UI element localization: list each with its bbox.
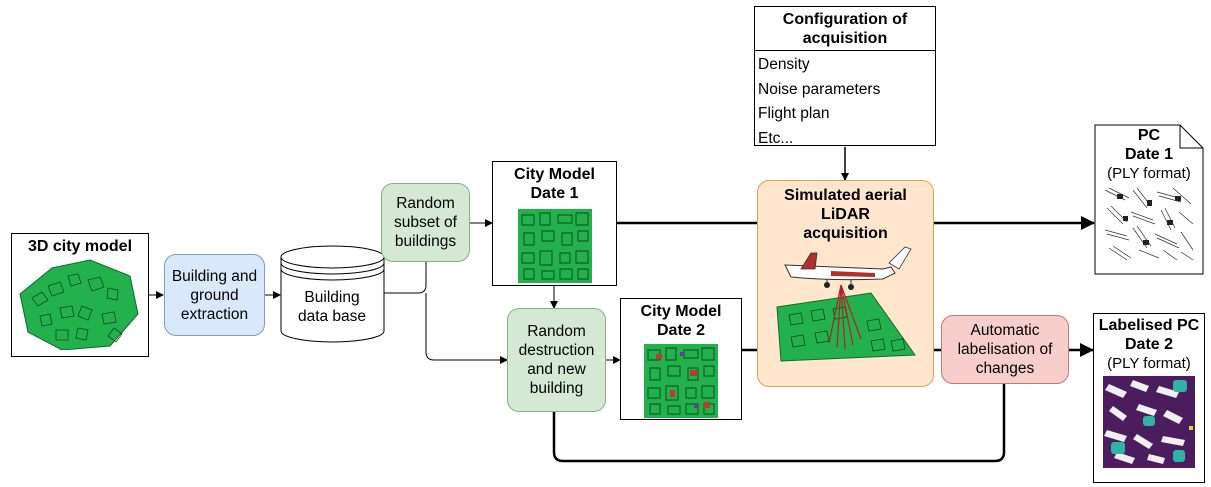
autolabel-line-1: Automatic: [970, 322, 1040, 339]
pc1-title-line-2: Date 1: [1124, 146, 1174, 163]
configuration-item: Noise parameters: [758, 80, 881, 98]
pc1-format: (PLY format): [1107, 165, 1191, 182]
subset-line-2: subset of: [394, 214, 457, 231]
lidar-title-line-1: Simulated aerial: [784, 187, 907, 204]
extraction-line-3: extraction: [180, 305, 249, 323]
node-3d-city-model: 3D city model: [11, 233, 149, 357]
node-extraction: Building and ground extraction: [164, 254, 265, 336]
configuration-list: Density Noise parameters Flight plan Etc…: [755, 51, 935, 151]
pc2-title-line-2: Date 2: [1124, 336, 1174, 353]
destruction-line-4: building: [529, 380, 584, 397]
lidar-title-line-3: acquisition: [803, 225, 888, 242]
autolabel-line-3: changes: [975, 360, 1035, 377]
date1-title-line-1: City Model: [514, 166, 595, 183]
configuration-item: Density: [758, 56, 810, 73]
point-cloud-date1-image: [1103, 186, 1195, 262]
edge-db-to-subset: [384, 262, 427, 294]
edge-destruction-to-autolabel: [552, 384, 1006, 463]
node-building-database: [280, 245, 385, 343]
extraction-line-1: Building and: [171, 267, 258, 285]
node-random-subset: Random subset of buildings: [381, 183, 470, 262]
autolabel-line-2: labelisation of: [957, 341, 1053, 358]
database-label: Building data base: [280, 288, 384, 326]
lidar-title-line-2: LiDAR: [821, 206, 870, 223]
edge-db-to-destruction: [425, 293, 508, 364]
node-pc-date1: PC Date 1 (PLY format): [1094, 124, 1204, 275]
pc2-format: (PLY format): [1107, 355, 1191, 372]
node-configuration: Configuration of acquisition Density Noi…: [754, 6, 936, 147]
node-lidar-acquisition: Simulated aerial LiDAR acquisition: [757, 180, 934, 387]
configuration-title-line-2: acquisition: [802, 30, 888, 47]
configuration-title-line-1: Configuration of: [782, 11, 908, 28]
database-line-1: Building: [304, 289, 360, 306]
city-model-date2-image: [644, 344, 718, 418]
destruction-line-3: and new: [527, 361, 586, 378]
node-city-model-date1: City Model Date 1: [492, 161, 617, 286]
extraction-line-2: ground: [190, 286, 239, 304]
node-city-model-date2: City Model Date 2: [620, 298, 742, 420]
database-line-2: data base: [297, 308, 367, 325]
destruction-line-2: destruction: [518, 342, 595, 359]
configuration-item: Etc...: [758, 129, 794, 147]
subset-line-1: Random: [396, 195, 455, 212]
destruction-line-1: Random: [527, 323, 586, 340]
date2-title-line-2: Date 2: [656, 322, 706, 339]
node-pc-date2: Labelised PC Date 2 (PLY format): [1093, 313, 1205, 483]
node-random-destruction: Random destruction and new building: [507, 308, 606, 412]
point-cloud-date2-image: [1103, 376, 1195, 468]
pc2-title-line-1: Labelised PC: [1098, 317, 1200, 334]
configuration-title: Configuration of acquisition: [755, 7, 935, 51]
3d-city-model-image: [19, 259, 139, 350]
city-model-date1-image: [517, 209, 592, 283]
node-3d-city-model-title: 3D city model: [27, 238, 133, 255]
subset-line-3: buildings: [394, 233, 457, 250]
airplane-lidar-icon: [775, 246, 916, 362]
pc1-title-line-1: PC: [1137, 127, 1161, 144]
configuration-item: Flight plan: [758, 105, 830, 122]
date2-title-line-1: City Model: [640, 303, 722, 320]
date1-title-line-2: Date 1: [530, 185, 579, 202]
node-automatic-labelisation: Automatic labelisation of changes: [941, 315, 1069, 384]
